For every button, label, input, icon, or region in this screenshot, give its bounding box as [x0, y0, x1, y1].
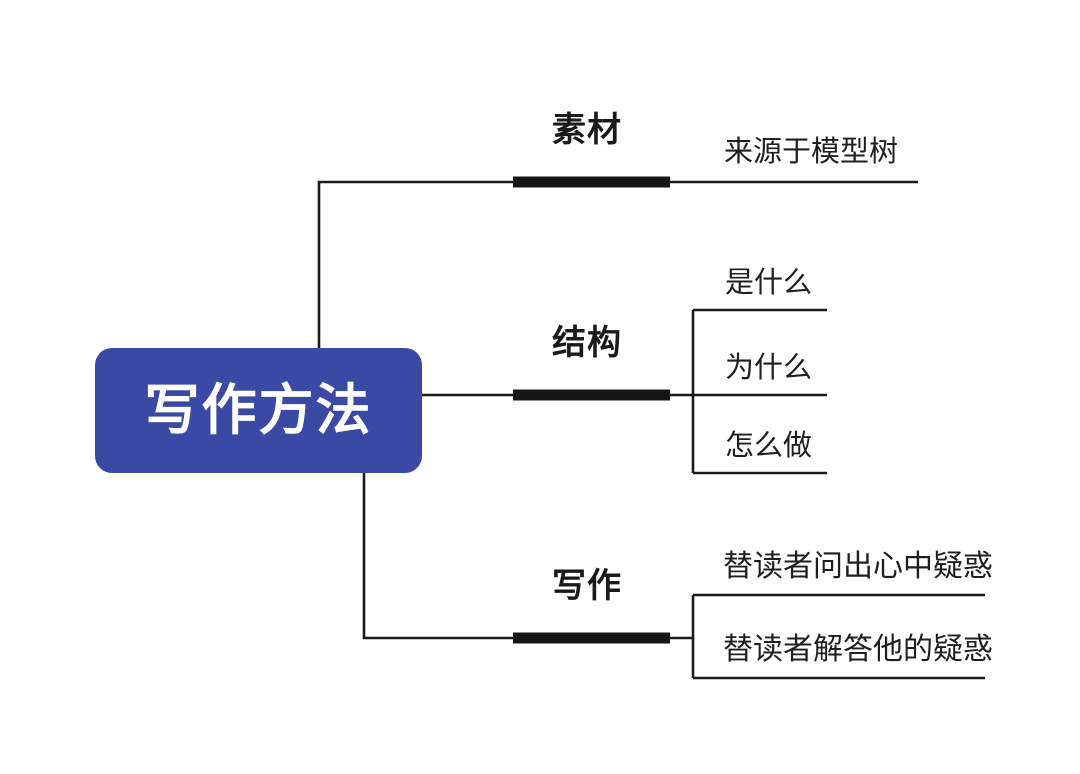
branch-label-writing[interactable]: 写作	[552, 567, 622, 605]
connector-root-to-writing	[362, 473, 513, 640]
leaf-label-writing-1[interactable]: 替读者问出心中疑惑	[723, 550, 993, 583]
leaf-label-writing-2[interactable]: 替读者解答他的疑惑	[723, 633, 993, 666]
branch-bar-material	[513, 176, 670, 188]
leaf-label-structure-2[interactable]: 为什么	[725, 352, 813, 384]
connector-root-to-material	[317, 180, 513, 348]
leaf-label-structure-1[interactable]: 是什么	[725, 267, 813, 299]
leaf-label-structure-3[interactable]: 怎么做	[725, 430, 813, 462]
leaf-label-material-1[interactable]: 来源于模型树	[724, 136, 899, 168]
branch-bar-structure	[513, 389, 670, 401]
branch-label-material[interactable]: 素材	[552, 111, 622, 149]
branch-label-structure[interactable]: 结构	[552, 324, 622, 362]
branch-bar-writing	[513, 632, 670, 644]
root-node[interactable]: 写作方法	[95, 348, 422, 473]
root-node-label: 写作方法	[144, 379, 373, 441]
